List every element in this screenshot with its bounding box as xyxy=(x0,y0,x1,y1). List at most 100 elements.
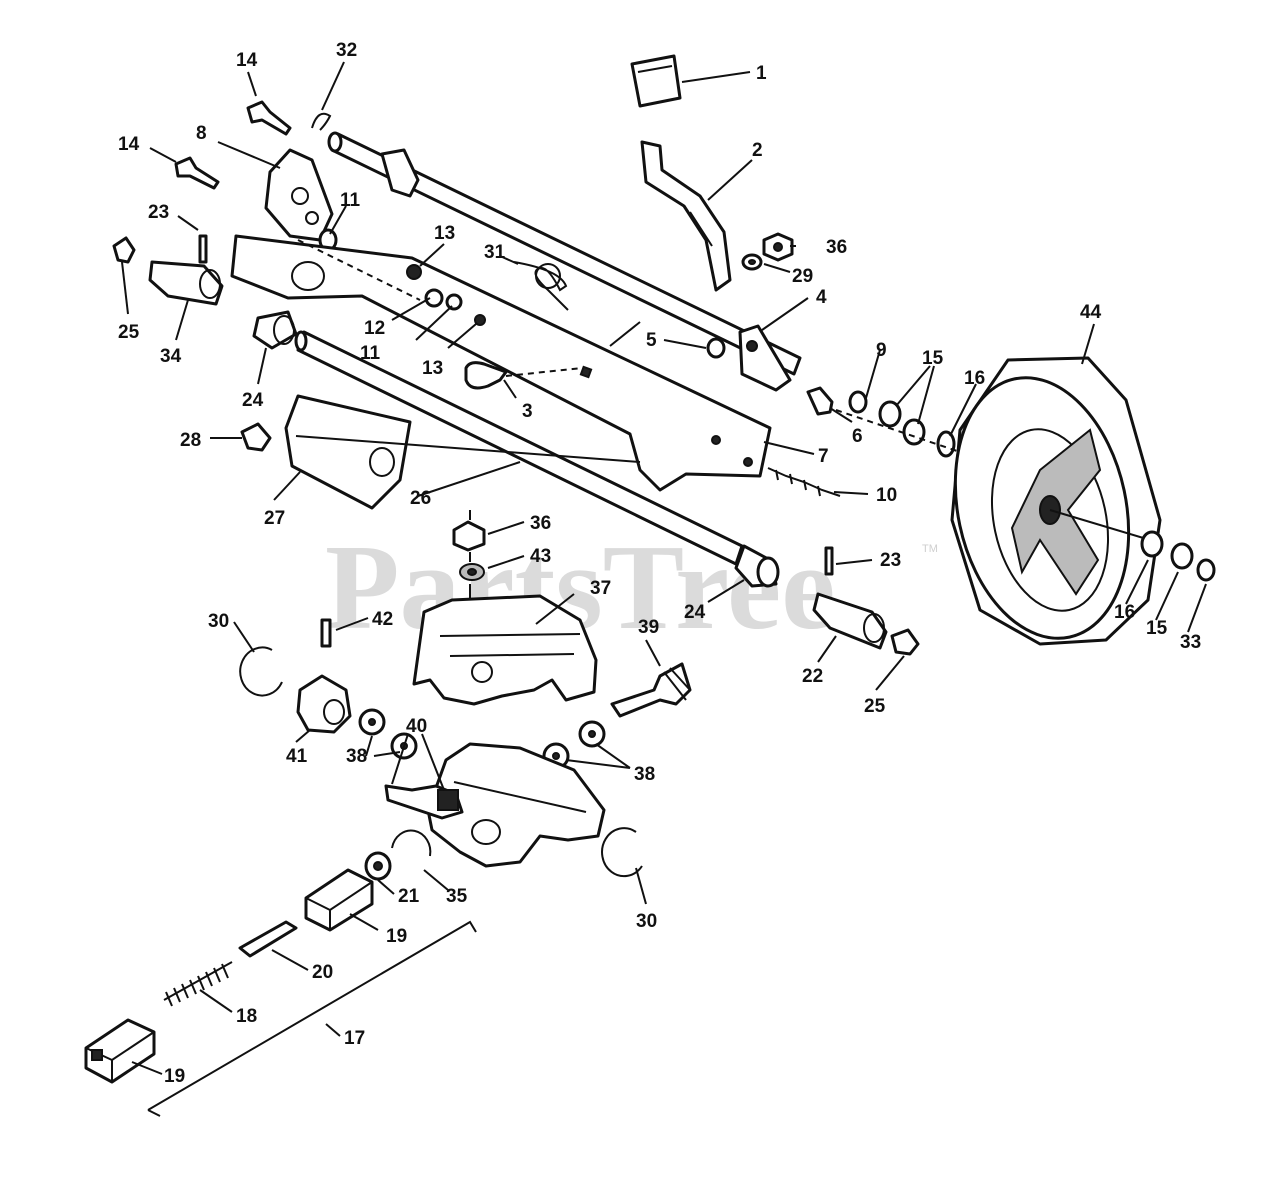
callout-36b: 36 xyxy=(530,513,551,534)
callout-18: 18 xyxy=(236,1006,257,1027)
callout-5: 5 xyxy=(646,330,657,351)
callout-12: 12 xyxy=(364,318,385,339)
part-plug-28 xyxy=(240,422,272,452)
callout-25b: 25 xyxy=(864,696,886,717)
callout-20: 20 xyxy=(312,962,333,983)
callout-13a: 13 xyxy=(434,223,455,244)
leader-lines xyxy=(121,61,1207,1075)
callout-15b: 15 xyxy=(1146,618,1168,639)
callout-40: 40 xyxy=(406,716,427,737)
callout-31: 31 xyxy=(484,242,506,263)
part-washer-15b xyxy=(902,418,926,446)
callout-35: 35 xyxy=(446,886,468,907)
callout-19b: 19 xyxy=(164,1066,185,1087)
part-nut-13a xyxy=(406,264,422,280)
part-carriage-bolt xyxy=(464,361,508,390)
part-ring-30a xyxy=(239,646,283,697)
callout-23b: 23 xyxy=(880,550,901,571)
part-washer-16a xyxy=(936,430,956,458)
callout-42: 42 xyxy=(372,609,393,630)
callout-21: 21 xyxy=(398,886,420,907)
callout-39: 39 xyxy=(638,617,659,638)
callout-28: 28 xyxy=(180,430,201,451)
callout-7: 7 xyxy=(818,446,829,467)
callout-33: 33 xyxy=(1180,632,1201,653)
part-ring-30b xyxy=(601,827,643,878)
part-wheel-44 xyxy=(950,356,1162,646)
callout-30a: 30 xyxy=(208,611,229,632)
callout-41: 41 xyxy=(286,746,308,767)
callout-43: 43 xyxy=(530,546,551,567)
callout-6: 6 xyxy=(852,426,863,447)
callout-17: 17 xyxy=(344,1028,365,1049)
callout-11b: 11 xyxy=(360,343,381,364)
part-shoulder-bolt xyxy=(806,386,834,416)
callout-44: 44 xyxy=(1080,302,1102,323)
callout-23a: 23 xyxy=(148,202,169,223)
part-square-tube-19a xyxy=(304,868,374,932)
callout-37: 37 xyxy=(590,578,611,599)
part-pin-23b xyxy=(824,546,834,576)
part-washer-33 xyxy=(1196,558,1216,582)
part-handle-bracket xyxy=(640,140,732,292)
part-bolt-lower xyxy=(174,156,220,190)
callout-2: 2 xyxy=(752,140,763,161)
part-nut-13b xyxy=(474,314,486,326)
callout-26: 26 xyxy=(410,488,431,509)
part-cap-25b xyxy=(890,628,920,656)
callout-19a: 19 xyxy=(386,926,407,947)
part-square-tube-19b xyxy=(84,1018,156,1084)
callout-14a: 14 xyxy=(236,50,258,71)
callout-29: 29 xyxy=(792,266,813,287)
part-pin-23a xyxy=(198,234,208,264)
callout-36a: 36 xyxy=(826,237,847,258)
callout-labels: 1 2 3 4 5 6 7 8 9 10 11 11 12 13 13 14 1… xyxy=(118,40,1201,1087)
callout-9: 9 xyxy=(876,340,887,361)
callout-4: 4 xyxy=(816,287,827,308)
callout-16b: 16 xyxy=(1114,602,1135,623)
part-nut-center xyxy=(452,520,486,552)
callout-38a: 38 xyxy=(346,746,367,767)
parts-artwork xyxy=(84,54,1216,1117)
callout-38b: 38 xyxy=(634,764,655,785)
part-washer-9 xyxy=(848,390,868,414)
group-bracket-17 xyxy=(147,920,477,1111)
callout-14b: 14 xyxy=(118,134,140,155)
part-spacer xyxy=(706,337,726,359)
callout-8: 8 xyxy=(196,123,207,144)
callout-10: 10 xyxy=(876,485,897,506)
part-washer-16b xyxy=(1140,530,1164,558)
part-washer-15a xyxy=(878,400,902,428)
part-washer-12 xyxy=(424,288,444,308)
callout-32: 32 xyxy=(336,40,357,61)
part-pin-42 xyxy=(320,618,332,648)
callout-27: 27 xyxy=(264,508,285,529)
part-washer-11b xyxy=(445,293,463,311)
part-cap-25a xyxy=(112,236,136,264)
callout-3: 3 xyxy=(522,401,533,422)
part-bolt-upper xyxy=(246,100,292,136)
callout-30b: 30 xyxy=(636,911,657,932)
callout-24a: 24 xyxy=(242,390,264,411)
callout-25a: 25 xyxy=(118,322,140,343)
part-clip-32 xyxy=(311,112,332,131)
callout-22: 22 xyxy=(802,666,823,687)
part-gear-housing-top xyxy=(412,594,598,706)
part-gear-41 xyxy=(296,674,352,734)
part-side-plate xyxy=(230,234,772,492)
part-cover-27 xyxy=(284,394,412,510)
callout-15a: 15 xyxy=(922,348,944,369)
callout-13b: 13 xyxy=(422,358,443,379)
part-snap-ring-35 xyxy=(391,829,432,857)
part-cap xyxy=(630,54,682,108)
callout-11a: 11 xyxy=(340,190,361,211)
callout-1: 1 xyxy=(756,63,767,84)
part-spring-18 xyxy=(163,961,233,1007)
callout-16a: 16 xyxy=(964,368,985,389)
part-washer-15c xyxy=(1170,542,1194,570)
watermark-trademark: TM xyxy=(922,543,938,555)
part-bushing-22 xyxy=(812,592,888,650)
callout-24b: 24 xyxy=(684,602,706,623)
